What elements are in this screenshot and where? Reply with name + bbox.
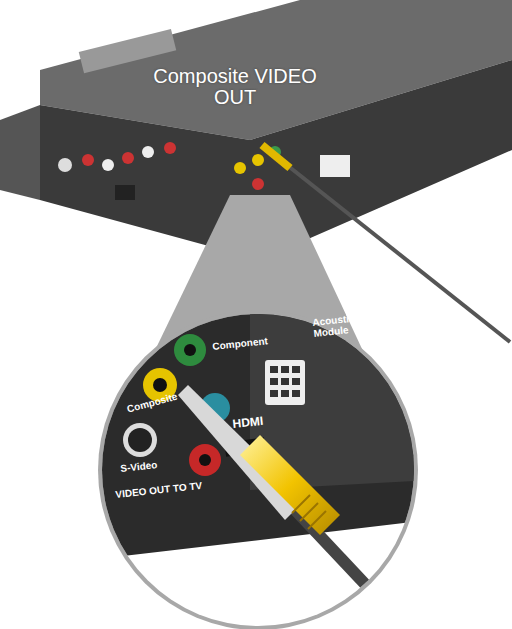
- callout-label: Composite VIDEO OUT: [150, 66, 320, 108]
- zoom-panel: [84, 290, 430, 629]
- cable-plug: [262, 145, 290, 168]
- back-jacks: [58, 142, 350, 200]
- console-side: [0, 105, 40, 200]
- port-label: Acoustimass Module: [312, 311, 384, 339]
